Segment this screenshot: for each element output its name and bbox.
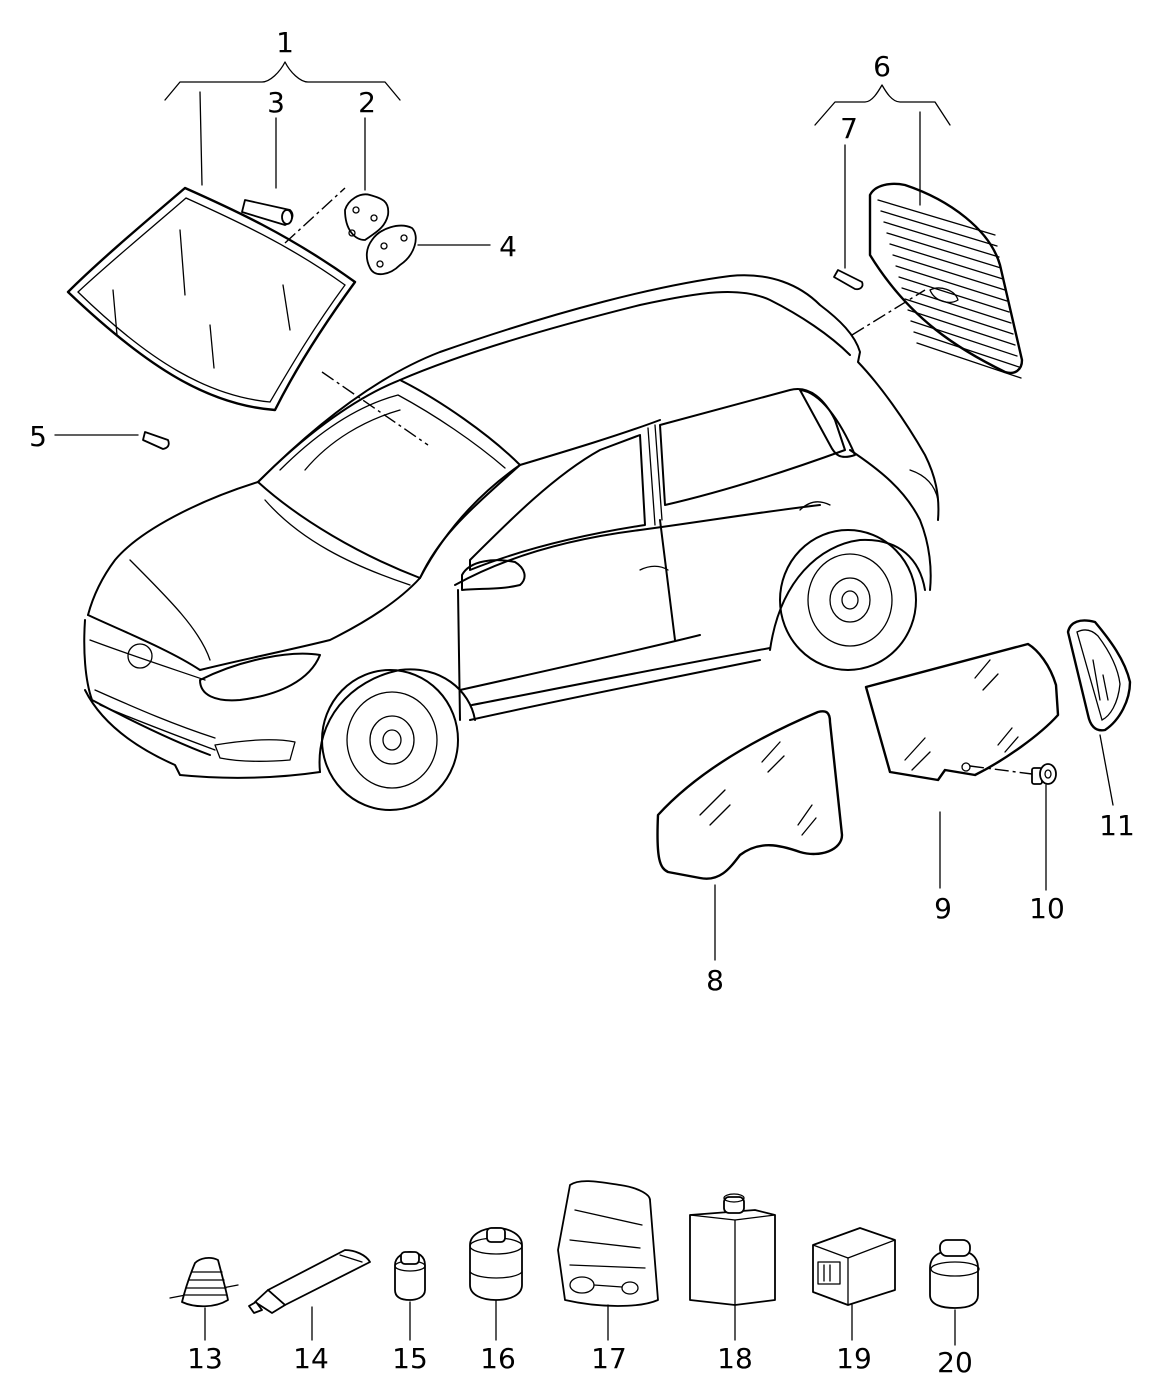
windshield-part	[66, 186, 357, 412]
heating-element-line	[913, 331, 1020, 368]
front-door-window-part	[656, 710, 844, 880]
callout-13: 13	[187, 1342, 223, 1375]
callout-labels: 1 2 3 4 5 6 7 8 9 10 11 13 14 15 16 17 1…	[29, 26, 1135, 1379]
callout-9: 9	[934, 892, 952, 925]
adhesive-tube-part	[248, 1249, 371, 1341]
rear-sensor-part	[833, 269, 864, 291]
callout-11: 11	[1099, 809, 1135, 842]
consumables	[169, 1180, 980, 1346]
heating-element-line	[904, 298, 1014, 335]
leader-lines	[54, 61, 1114, 961]
callout-1: 1	[276, 26, 294, 59]
nozzle-cone-part	[169, 1256, 239, 1341]
primer-can-part	[469, 1227, 523, 1341]
quarter-glass-part	[1066, 619, 1132, 732]
callout-15: 15	[392, 1342, 428, 1375]
primer-jar-part	[929, 1239, 980, 1346]
heating-element-line	[889, 243, 1004, 280]
callout-4: 4	[499, 230, 517, 263]
callout-5: 5	[29, 420, 47, 453]
callout-19: 19	[836, 1342, 872, 1375]
callout-2: 2	[358, 86, 376, 119]
rear-door-window-part	[864, 642, 1060, 782]
sensor-clip-part	[142, 431, 170, 450]
activator-box-part	[812, 1227, 896, 1341]
callout-7: 7	[840, 112, 858, 145]
heating-element-line	[910, 320, 1018, 357]
callout-20: 20	[937, 1346, 973, 1379]
heating-element-line	[886, 232, 1002, 269]
mirror-bracket-part	[344, 193, 390, 241]
heating-element-line	[895, 265, 1008, 302]
heating-element-line	[907, 309, 1016, 346]
cover-part	[365, 224, 417, 275]
small-bottle-part	[394, 1251, 426, 1341]
callout-6: 6	[873, 50, 891, 83]
sensor-pad-part	[241, 199, 294, 226]
repair-kit-bag-part	[557, 1180, 659, 1341]
heating-element-line	[883, 221, 1000, 258]
callout-10: 10	[1029, 892, 1065, 925]
heating-element-line	[892, 254, 1006, 291]
callout-14: 14	[293, 1342, 329, 1375]
heating-element-line	[901, 287, 1012, 324]
rear-window-part	[868, 182, 1024, 379]
callout-3: 3	[267, 86, 285, 119]
heating-element-line	[877, 199, 996, 236]
heating-element-line	[880, 210, 998, 247]
callout-17: 17	[591, 1342, 627, 1375]
callout-18: 18	[717, 1342, 753, 1375]
cleaner-box-part	[689, 1193, 776, 1341]
callout-16: 16	[480, 1342, 516, 1375]
bolt-part	[1031, 763, 1057, 785]
heating-element-line	[916, 342, 1022, 379]
callout-8: 8	[706, 964, 724, 997]
heating-element-line	[898, 276, 1010, 313]
car-illustration	[83, 274, 940, 811]
